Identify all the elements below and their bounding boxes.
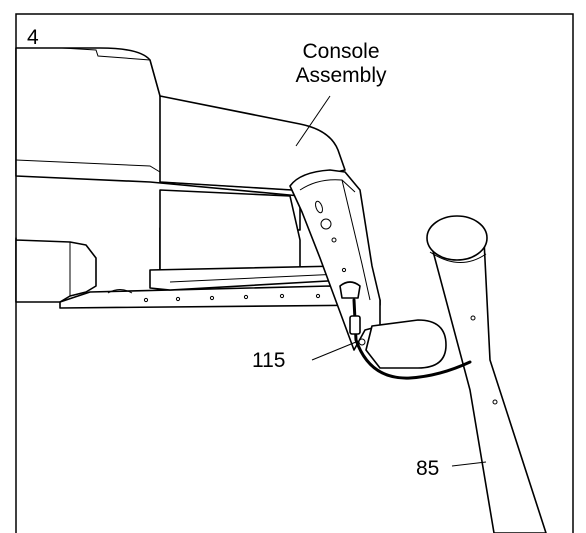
part-115-label: 115 (252, 349, 286, 372)
console-recess (159, 189, 301, 273)
console-shell-bottom (159, 181, 293, 191)
step-number: 4 (27, 26, 39, 49)
motor-hood-top (61, 47, 151, 61)
wire-115 (352, 298, 472, 380)
upright-tube-hole-1 (470, 315, 476, 321)
bracket-grommet (339, 281, 361, 299)
part-85-label: 85 (416, 457, 440, 480)
base-plate-slot (107, 289, 133, 294)
upright-tube-ridge (429, 251, 487, 263)
lower-rail-line (169, 273, 341, 283)
upright-tube-cap (426, 215, 488, 261)
base-plate-hole-2 (175, 296, 181, 302)
motor-hood-ledge (15, 159, 161, 173)
base-plate-hole-1 (143, 297, 149, 303)
wire-115-plug (358, 338, 366, 346)
left-frame-rail (15, 237, 97, 303)
console-assembly-label-line2: Assembly (295, 64, 387, 87)
leader-115 (311, 341, 357, 361)
upright-tube-85 (429, 224, 547, 533)
console-bracket-inner (299, 179, 356, 193)
bracket-slot (315, 200, 323, 214)
leader-85 (451, 461, 487, 467)
base-plate-hole-6 (315, 293, 321, 299)
console-bracket (289, 169, 381, 351)
bracket-hole-2 (331, 237, 337, 243)
wire-115-connector (349, 315, 361, 335)
bracket-hole-1 (320, 218, 332, 230)
console-bracket-edge (341, 179, 371, 301)
leader-console-assembly (295, 95, 331, 147)
crossbar-tube (365, 319, 447, 369)
base-plate-hole-4 (243, 294, 249, 300)
base-plate-hole-5 (279, 293, 285, 299)
console-assembly-label: Console Assembly (276, 40, 406, 88)
console-assembly-label-line1: Console (302, 40, 380, 63)
base-plate-hole-3 (209, 295, 215, 301)
upright-tube-hole-2 (492, 399, 498, 405)
bracket-hole-3 (341, 267, 347, 273)
